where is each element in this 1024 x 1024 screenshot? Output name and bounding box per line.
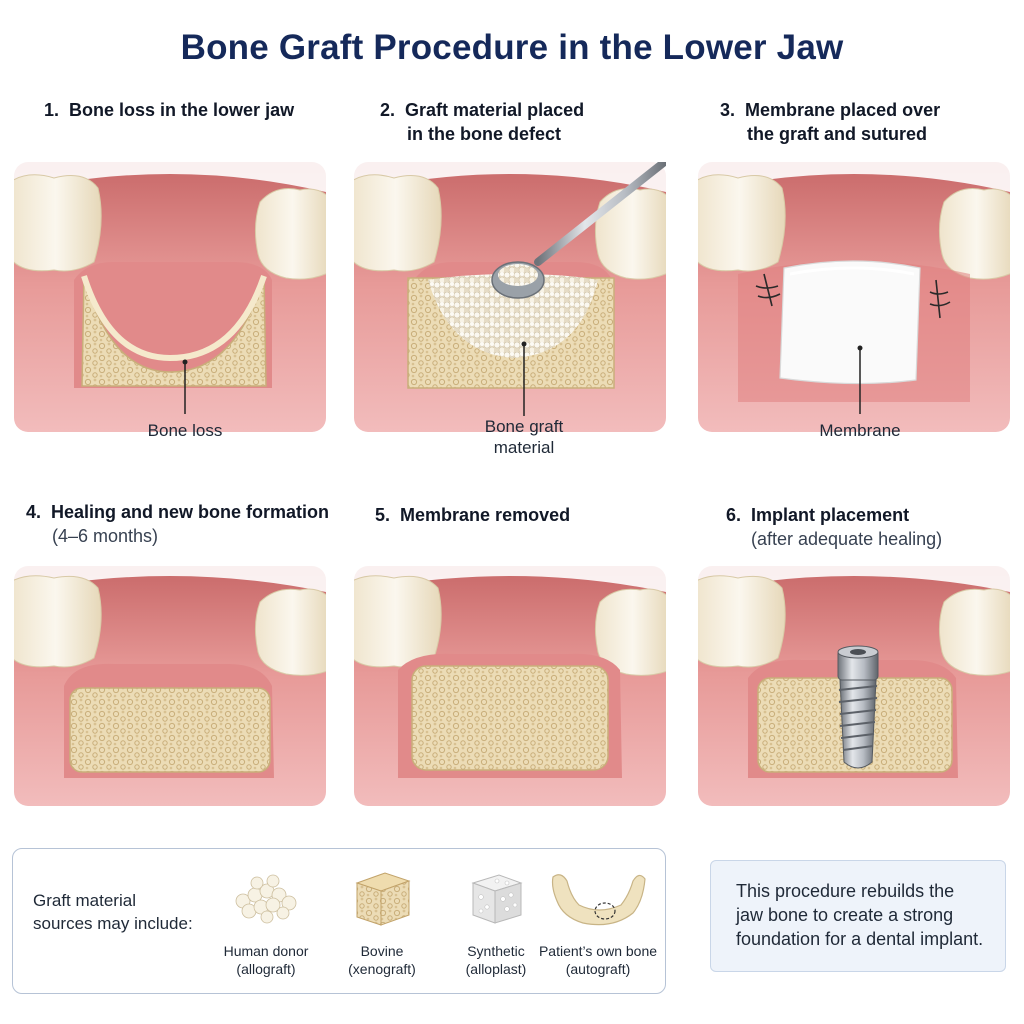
bone-block-icon (355, 872, 411, 926)
step-2-title-line-1: Graft material placed (405, 100, 585, 120)
step-3-heading: 3. Membrane placed over the graft and su… (720, 98, 940, 146)
jaw-bone-icon (551, 874, 646, 926)
step-2-title-line-2: in the bone defect (407, 124, 562, 144)
summary-note: This procedure rebuilds the jaw bone to … (710, 860, 1006, 972)
step-3-title-line-1: Membrane placed over (745, 100, 941, 120)
graft-sources-lead-line-1: Graft material (33, 891, 136, 910)
source-allograft-type: (allograft) (236, 961, 296, 977)
step-1-illustration (14, 162, 326, 432)
regenerated-bone (411, 665, 609, 771)
step-4-number: 4. (26, 502, 42, 522)
source-autograft: Patient’s own bone (autograft) (533, 861, 663, 978)
step-4-title: Healing and new bone formation (51, 502, 330, 522)
membrane-sheet (779, 260, 921, 385)
callout-bone-graft-line-1: Bone graft (484, 417, 564, 436)
source-allograft-name: Human donor (223, 943, 309, 959)
granules-icon (235, 874, 297, 924)
step-6-subtitle: (after adequate healing) (751, 529, 943, 549)
step-2-number: 2. (380, 100, 396, 120)
suture-right (929, 279, 951, 319)
step-4-illustration (14, 566, 326, 836)
source-alloplast-name: Synthetic (467, 943, 525, 959)
tooth-left (14, 174, 102, 272)
step-5-title: Membrane removed (400, 505, 571, 525)
summary-note-line-1: This procedure rebuilds the (736, 881, 955, 901)
source-allograft: Human donor (allograft) (201, 861, 331, 978)
step-2-heading: 2. Graft material placed in the bone def… (380, 98, 584, 146)
summary-note-line-3: foundation for a dental implant. (736, 929, 984, 949)
step-2-illustration (354, 162, 666, 432)
step-4-subtitle: (4–6 months) (52, 526, 159, 546)
source-xenograft-type: (xenograft) (348, 961, 416, 977)
source-xenograft-name: Bovine (360, 943, 404, 959)
source-alloplast: Synthetic (alloplast) (431, 861, 561, 978)
step-5-number: 5. (375, 505, 391, 525)
tooth-right (254, 188, 326, 280)
summary-note-line-2: jaw bone to create a strong (736, 905, 954, 925)
instrument-spoon (491, 162, 666, 299)
step-3-number: 3. (720, 100, 736, 120)
callout-membrane: Membrane (819, 421, 901, 440)
source-autograft-type: (autograft) (565, 961, 631, 977)
step-5-heading: 5. Membrane removed (375, 503, 570, 527)
synthetic-block-icon (471, 874, 523, 924)
graft-sources-box: Graft material sources may include: Huma… (12, 848, 666, 994)
dental-implant (837, 645, 879, 769)
source-autograft-name: Patient’s own bone (538, 943, 658, 959)
step-6-illustration (698, 566, 1010, 836)
callout-bone-graft-line-2: material (493, 438, 555, 457)
step-5-illustration (354, 566, 666, 836)
suture-left (755, 273, 781, 307)
step-3-title-line-2: the graft and sutured (747, 124, 928, 144)
step-1-heading: 1. Bone loss in the lower jaw (44, 98, 294, 122)
graft-granules (428, 274, 598, 358)
callout-bone-graft: Bone graft material (459, 416, 589, 458)
step-1-title: Bone loss in the lower jaw (69, 100, 295, 120)
source-xenograft: Bovine (xenograft) (317, 861, 447, 978)
source-alloplast-type: (alloplast) (465, 961, 527, 977)
step-1-number: 1. (44, 100, 60, 120)
graft-sources-lead: Graft material sources may include: (33, 889, 193, 935)
healed-bone (69, 687, 271, 773)
step-3-illustration (698, 162, 1010, 432)
page-title: Bone Graft Procedure in the Lower Jaw (180, 28, 844, 67)
step-4-heading: 4. Healing and new bone formation (4–6 m… (26, 500, 329, 548)
step-6-title: Implant placement (751, 505, 910, 525)
callout-bone-loss: Bone loss (147, 421, 223, 440)
step-6-heading: 6. Implant placement (after adequate hea… (726, 503, 942, 551)
step-6-number: 6. (726, 505, 742, 525)
graft-sources-lead-line-2: sources may include: (33, 914, 193, 933)
